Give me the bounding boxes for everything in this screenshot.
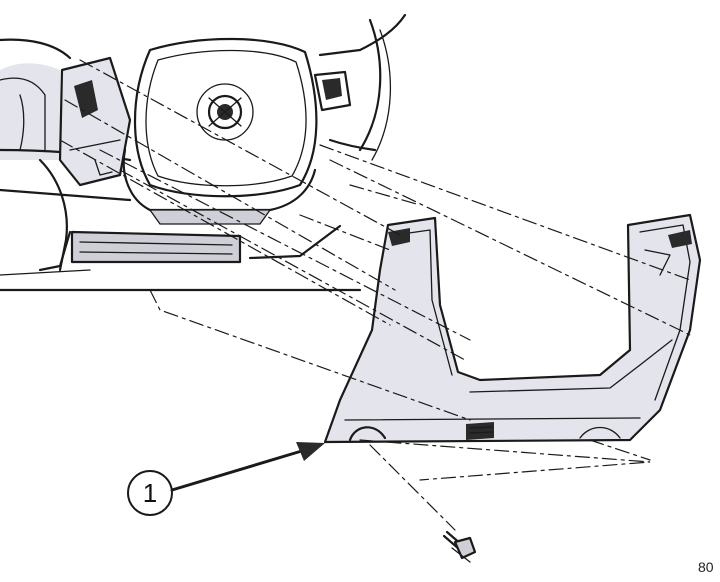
lower-shroud bbox=[323, 213, 702, 444]
alignment-lines bbox=[59, 59, 691, 531]
callout-1-label: 1 bbox=[143, 478, 157, 508]
shroud-screw bbox=[442, 530, 477, 563]
instrument-panel bbox=[0, 13, 407, 292]
steering-wheel-airbag bbox=[122, 37, 352, 225]
callout-1: 1 bbox=[127, 442, 325, 516]
left-lower-panel bbox=[38, 56, 132, 272]
figure-code: 80 bbox=[698, 559, 714, 575]
